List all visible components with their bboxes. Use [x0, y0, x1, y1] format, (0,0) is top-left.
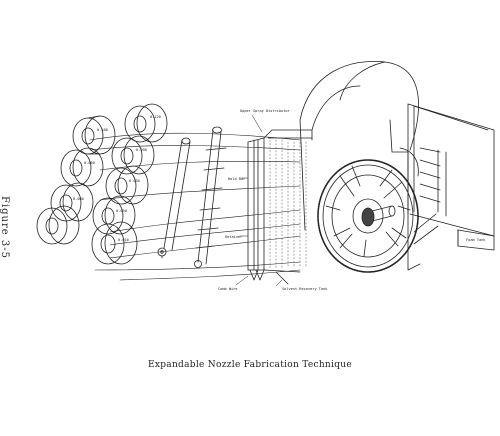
foam-tank [407, 103, 495, 251]
comb-wire-label: Comb Wire [218, 287, 237, 291]
spool-5 [105, 165, 149, 205]
spray-tank [263, 129, 313, 285]
leader-lines [235, 114, 283, 287]
retainer-rod [194, 126, 227, 268]
spool-4 [60, 147, 104, 187]
spool-label-3: 0.090 [136, 148, 147, 152]
spool-label-2: 0.120 [150, 115, 161, 119]
spool-8 [36, 205, 80, 245]
spool-6 [50, 182, 94, 222]
spool-3 [111, 135, 155, 175]
spool-2 [124, 103, 168, 143]
spool-label-8: 0.010 [118, 238, 129, 242]
spool-label-7: 0.030 [116, 209, 127, 213]
spool-1 [72, 115, 116, 155]
figure-label: Figure 3-5 [0, 196, 10, 259]
hold-bar-frame [247, 137, 265, 281]
spool-label-6: 0.060 [73, 197, 84, 201]
spool-label-5: 0.030 [129, 179, 140, 183]
hold-bar-label: Hold Bar [228, 177, 246, 181]
figure-caption: Expandable Nozzle Fabrication Technique [147, 360, 352, 370]
solvent-tank-label: Solvent Recovery Tank [282, 287, 328, 291]
spool-label-4: 0.060 [84, 161, 95, 165]
axle [361, 205, 396, 227]
material-ribbons [89, 132, 301, 281]
drum [299, 60, 419, 231]
retainer-label: Retainer [225, 235, 243, 239]
guide-rod [157, 137, 191, 259]
spool-9 [91, 221, 138, 265]
component-labels: Upper Spray Distributor Hold Bar Retaine… [218, 109, 486, 291]
foam-tank-label: Foam Tank [466, 238, 486, 242]
upper-spray-label: Upper Spray Distributor [240, 109, 291, 113]
spool-label-1: 0.180 [97, 128, 108, 132]
spool-labels: 0.180 0.120 0.090 0.060 0.030 0.060 0.03… [73, 115, 161, 242]
spool-group [36, 103, 168, 265]
